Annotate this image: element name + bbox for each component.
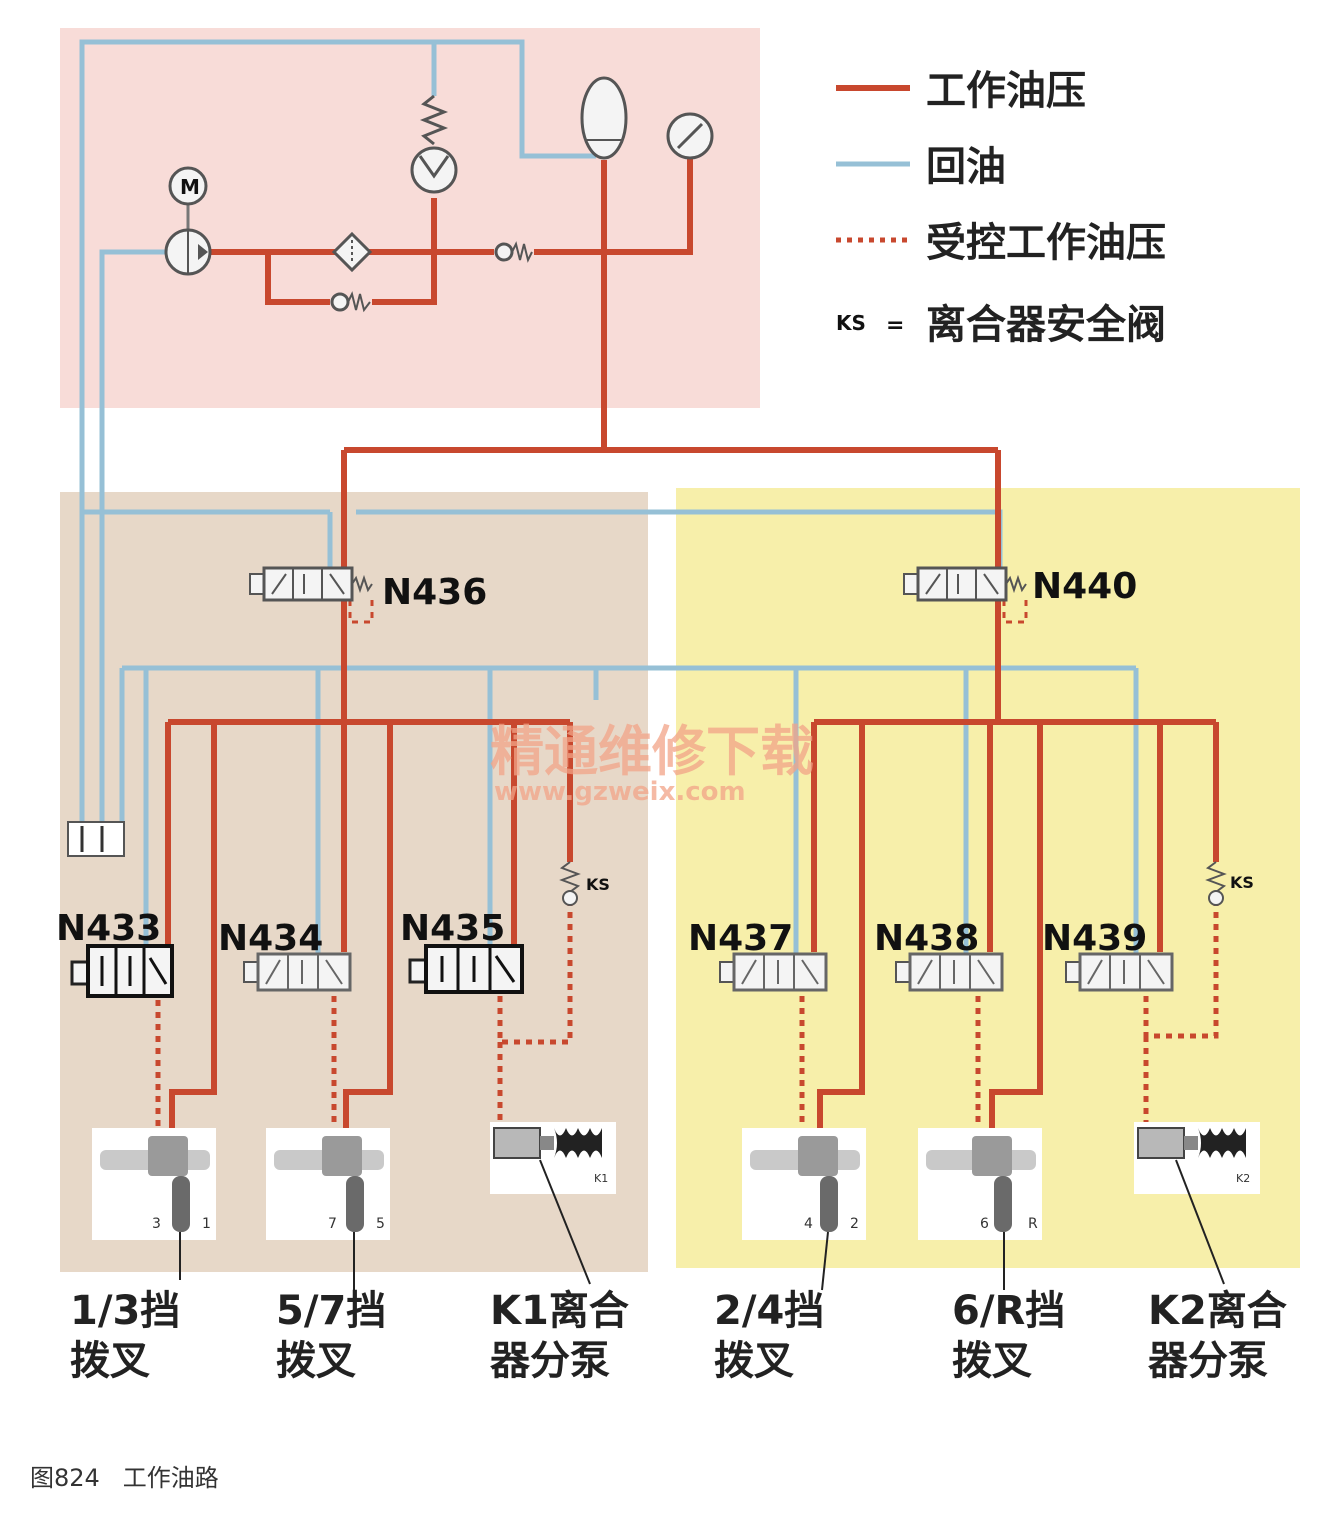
valve-n436-label: N436 [382, 572, 487, 613]
valve-n433 [70, 944, 174, 998]
safety-valve-k2-label: KS [1230, 873, 1254, 892]
valve-n440 [903, 566, 1027, 602]
caption-fork-2-4-line1: 2/4挡 [714, 1288, 824, 1334]
legend-controlled-pressure-label: 受控工作油压 [926, 220, 1166, 266]
legend-ks-meaning: 离合器安全阀 [926, 302, 1166, 348]
shift-fork-5-7-actuator: 7 5 [266, 1128, 390, 1240]
valve-n436 [249, 566, 373, 602]
shift-fork-2-4-actuator: 4 2 [742, 1128, 866, 1240]
caption-fork-5-7-line2: 拨叉 [276, 1338, 356, 1384]
legend: 工作油压 回油 受控工作油压 KS = 离合器安全阀 [836, 68, 1166, 348]
check-valve-main [494, 241, 533, 263]
fork6r-mark-right: R [1028, 1216, 1038, 1232]
caption-fork-5-7: 5/7挡 拨叉 [276, 1288, 386, 1384]
valve-n435-label: N435 [400, 908, 505, 949]
return-lines [79, 39, 1139, 958]
valve-n437-label: N437 [688, 918, 793, 959]
caption-clutch-k2: K2离合 器分泵 [1148, 1288, 1287, 1384]
clutch-k2-mark: K2 [1236, 1172, 1250, 1185]
legend-working-pressure-label: 工作油压 [926, 68, 1086, 114]
valve-n439 [1065, 952, 1174, 992]
pressure-gauge [666, 112, 714, 160]
fork57-mark-right: 5 [376, 1216, 385, 1232]
leader-lines [179, 1159, 1225, 1291]
oil-tank [67, 821, 125, 857]
valve-n435 [408, 944, 524, 994]
fork24-mark-right: 2 [850, 1216, 859, 1232]
valve-n439-label: N439 [1042, 918, 1147, 959]
valve-n434-label: N434 [218, 918, 323, 959]
caption-fork-1-3-line1: 1/3挡 [70, 1288, 180, 1334]
legend-return-oil-label: 回油 [926, 144, 1006, 190]
valve-n433-label: N433 [56, 908, 161, 949]
caption-fork-2-4-line2: 拨叉 [714, 1338, 794, 1384]
valve-n440-label: N440 [1032, 566, 1137, 607]
legend-ks-abbrev: KS [836, 311, 866, 335]
filter [331, 231, 373, 273]
fork13-mark-right: 1 [202, 1216, 211, 1232]
controlled-lines [155, 596, 1219, 1140]
check-valve-bypass [330, 291, 371, 313]
motor: M [168, 166, 208, 230]
caption-fork-2-4: 2/4挡 拨叉 [714, 1288, 824, 1384]
clutch-k1-slave-cylinder: K1 [490, 1122, 616, 1194]
caption-fork-6-r-line1: 6/R挡 [952, 1288, 1065, 1334]
valve-n438 [895, 952, 1004, 992]
valve-n437 [719, 952, 828, 992]
shift-fork-6-r-actuator: 6 R [918, 1128, 1042, 1240]
legend-ks-equals: = [886, 313, 904, 338]
figure-caption: 图824 工作油路 [30, 1464, 219, 1492]
caption-fork-1-3-line2: 拨叉 [70, 1338, 150, 1384]
motor-label: M [180, 175, 200, 199]
caption-clutch-k2-line2: 器分泵 [1148, 1338, 1268, 1384]
pump [164, 228, 212, 276]
shift-fork-1-3-actuator: 3 1 [92, 1128, 216, 1240]
pump-unit-zone [60, 28, 760, 408]
safety-valve-k1-label: KS [586, 875, 610, 894]
caption-clutch-k2-line1: K2离合 [1148, 1288, 1287, 1334]
caption-clutch-k1-line2: 器分泵 [490, 1338, 610, 1384]
clutch-k1-mark: K1 [594, 1172, 608, 1185]
caption-clutch-k1-line1: K1离合 [490, 1288, 629, 1334]
fork57-mark-left: 7 [328, 1216, 337, 1232]
fork24-mark-left: 4 [804, 1216, 813, 1232]
valve-n434 [243, 952, 352, 992]
caption-fork-1-3: 1/3挡 拨叉 [70, 1288, 180, 1384]
watermark-title: 精通维修下载 [490, 719, 814, 783]
safety-valve-k2 [1205, 861, 1227, 906]
fork13-mark-left: 3 [152, 1216, 161, 1232]
pressure-accumulator [580, 76, 628, 160]
valve-n438-label: N438 [874, 918, 979, 959]
pressure-relief-valve [410, 94, 458, 194]
clutch-k2-slave-cylinder: K2 [1134, 1122, 1260, 1194]
caption-fork-6-r: 6/R挡 拨叉 [952, 1288, 1065, 1384]
fork6r-mark-left: 6 [980, 1216, 989, 1232]
pressure-lines [165, 156, 1219, 1140]
safety-valve-k1 [559, 861, 581, 906]
caption-clutch-k1: K1离合 器分泵 [490, 1288, 629, 1384]
caption-fork-5-7-line1: 5/7挡 [276, 1288, 386, 1334]
caption-fork-6-r-line2: 拨叉 [952, 1338, 1032, 1384]
watermark-url: www.gzweix.com [494, 777, 746, 807]
